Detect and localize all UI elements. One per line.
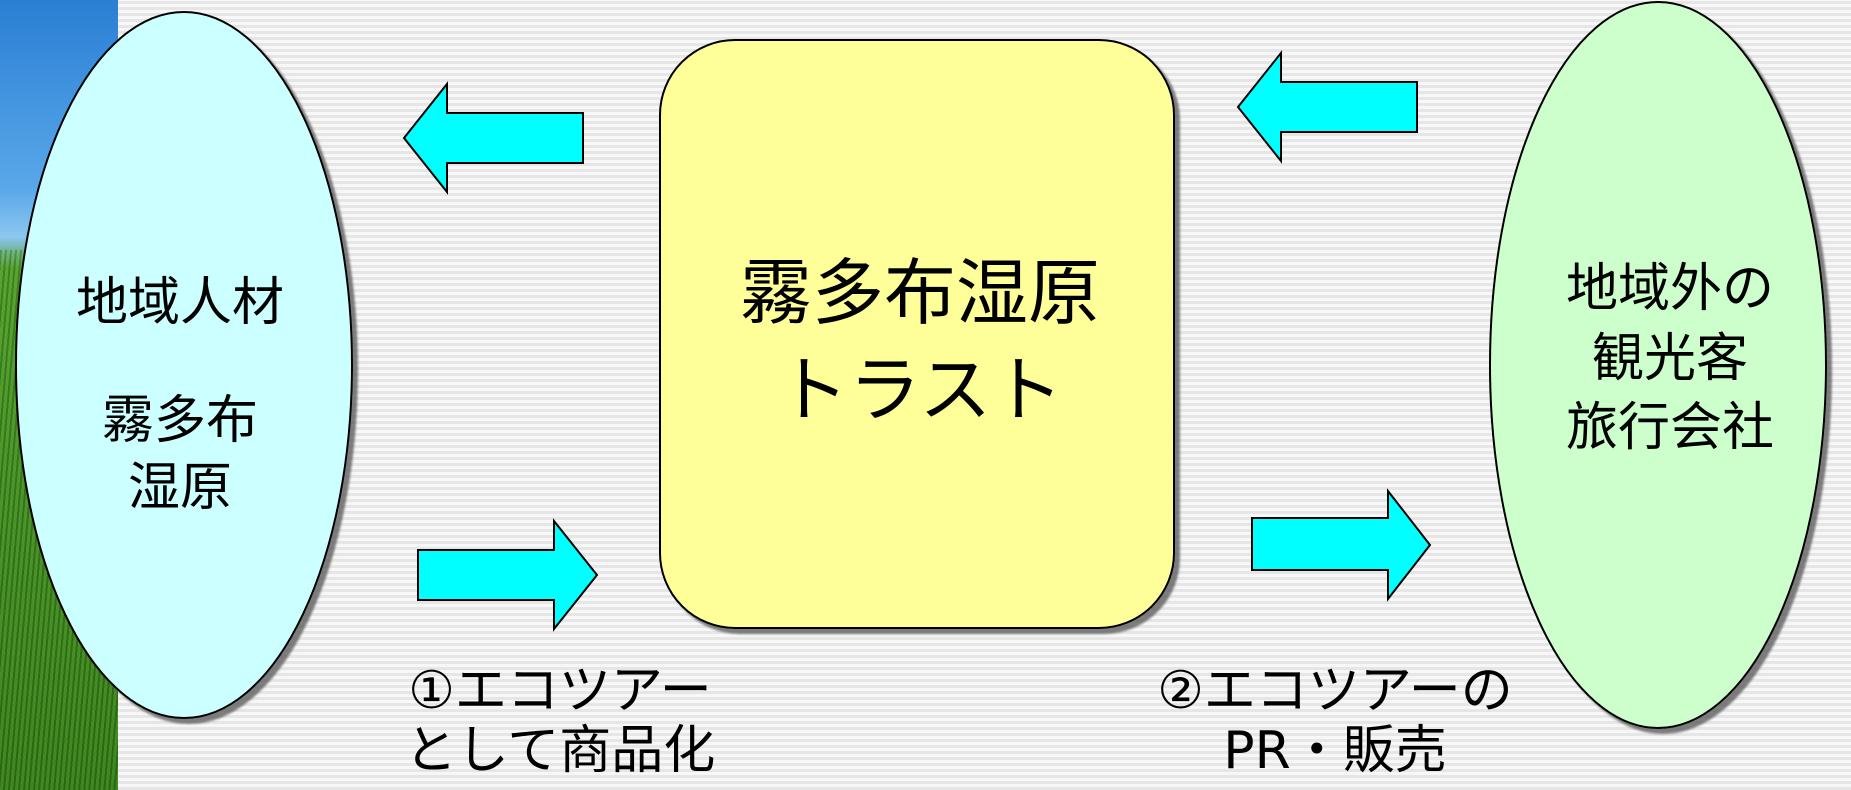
step2-label: ②エコツアーの PR・販売	[1110, 661, 1560, 782]
right-node-line3: 旅行会社	[1565, 398, 1774, 459]
right-node-line2: 観光客	[1591, 328, 1748, 389]
step1-label: ①エコツアー として商品化	[370, 661, 750, 782]
left-node-line2: 霧多布	[101, 390, 258, 451]
left-node-line3: 湿原	[127, 458, 232, 519]
arrow-top-left	[402, 81, 584, 195]
right-node-label: 地域外の 観光客 旅行会社	[1500, 255, 1840, 464]
arrow-top-right	[1236, 50, 1418, 164]
left-node-line1: 地域人材	[75, 273, 284, 333]
step2-line1: ②エコツアーの	[1157, 661, 1513, 721]
left-node-ellipse	[15, 11, 353, 719]
right-node-ellipse	[1489, 1, 1827, 729]
center-node-label: 霧多布湿原 トラスト	[660, 245, 1180, 439]
center-node-box	[659, 39, 1175, 629]
step1-line2: として商品化	[404, 720, 716, 781]
left-node-spacer	[20, 338, 340, 388]
step2-line2: PR・販売	[1223, 720, 1447, 781]
step1-line1: ①エコツアー	[408, 661, 712, 721]
arrow-bottom-right	[1251, 488, 1432, 602]
center-node-line1: 霧多布湿原	[739, 251, 1100, 335]
arrow-bottom-left	[417, 518, 599, 632]
center-node-line2: トラスト	[776, 348, 1064, 433]
left-node-label: 地域人材 霧多布 湿原	[20, 270, 340, 523]
right-node-line1: 地域外の	[1565, 259, 1774, 319]
